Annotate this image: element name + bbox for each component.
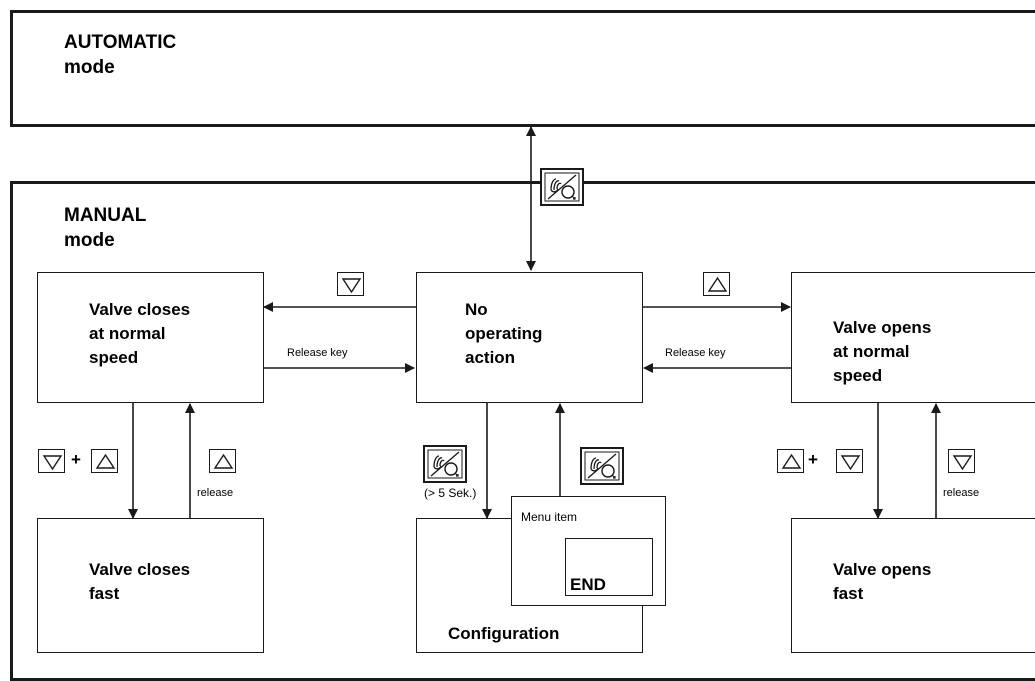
automatic-mode-title: AUTOMATIC mode [64, 32, 177, 78]
manual-mode-title: MANUAL mode [64, 205, 147, 251]
hand-manual-auto-icon [540, 168, 584, 206]
plus-sign-right: + [808, 450, 818, 469]
configuration-text: Configuration [448, 624, 560, 643]
valve-opens-fast-box [791, 518, 1035, 653]
valve-opens-normal-text: Valve opens at normal speed [833, 318, 932, 385]
no-operating-action-text: No operating action [465, 300, 543, 367]
automatic-mode-frame [10, 10, 1035, 127]
down-key-icon [38, 449, 65, 473]
up-key-icon [777, 449, 804, 473]
valve-opens-normal-box [791, 272, 1035, 403]
valve-closes-fast-box [37, 518, 264, 653]
hold-time-label: (> 5 Sek.) [424, 486, 477, 500]
hand-manual-auto-icon [580, 447, 624, 485]
valve-closes-normal-text: Valve closes at normal speed [89, 300, 191, 367]
release-label-left: release [197, 487, 234, 499]
down-key-icon [836, 449, 863, 473]
release-label-right: release [943, 487, 980, 499]
plus-sign-left: + [71, 450, 81, 469]
menu-item-label: Menu item [521, 510, 578, 524]
hand-manual-auto-icon [423, 445, 467, 483]
menu-end-inner-box [565, 538, 653, 596]
down-key-icon [337, 272, 364, 296]
valve-closes-normal-box [37, 272, 264, 403]
down-key-icon [948, 449, 975, 473]
up-key-icon [91, 449, 118, 473]
up-key-icon [209, 449, 236, 473]
release-key-label-left: Release key [287, 347, 348, 359]
connector-arrows [128, 126, 941, 519]
no-operating-action-box [416, 272, 643, 403]
valve-closes-fast-text: Valve closes fast [89, 560, 191, 603]
menu-end-label: END [570, 575, 606, 594]
valve-opens-fast-text: Valve opens fast [833, 560, 932, 603]
release-key-label-right: Release key [665, 347, 726, 359]
up-key-icon [703, 272, 730, 296]
